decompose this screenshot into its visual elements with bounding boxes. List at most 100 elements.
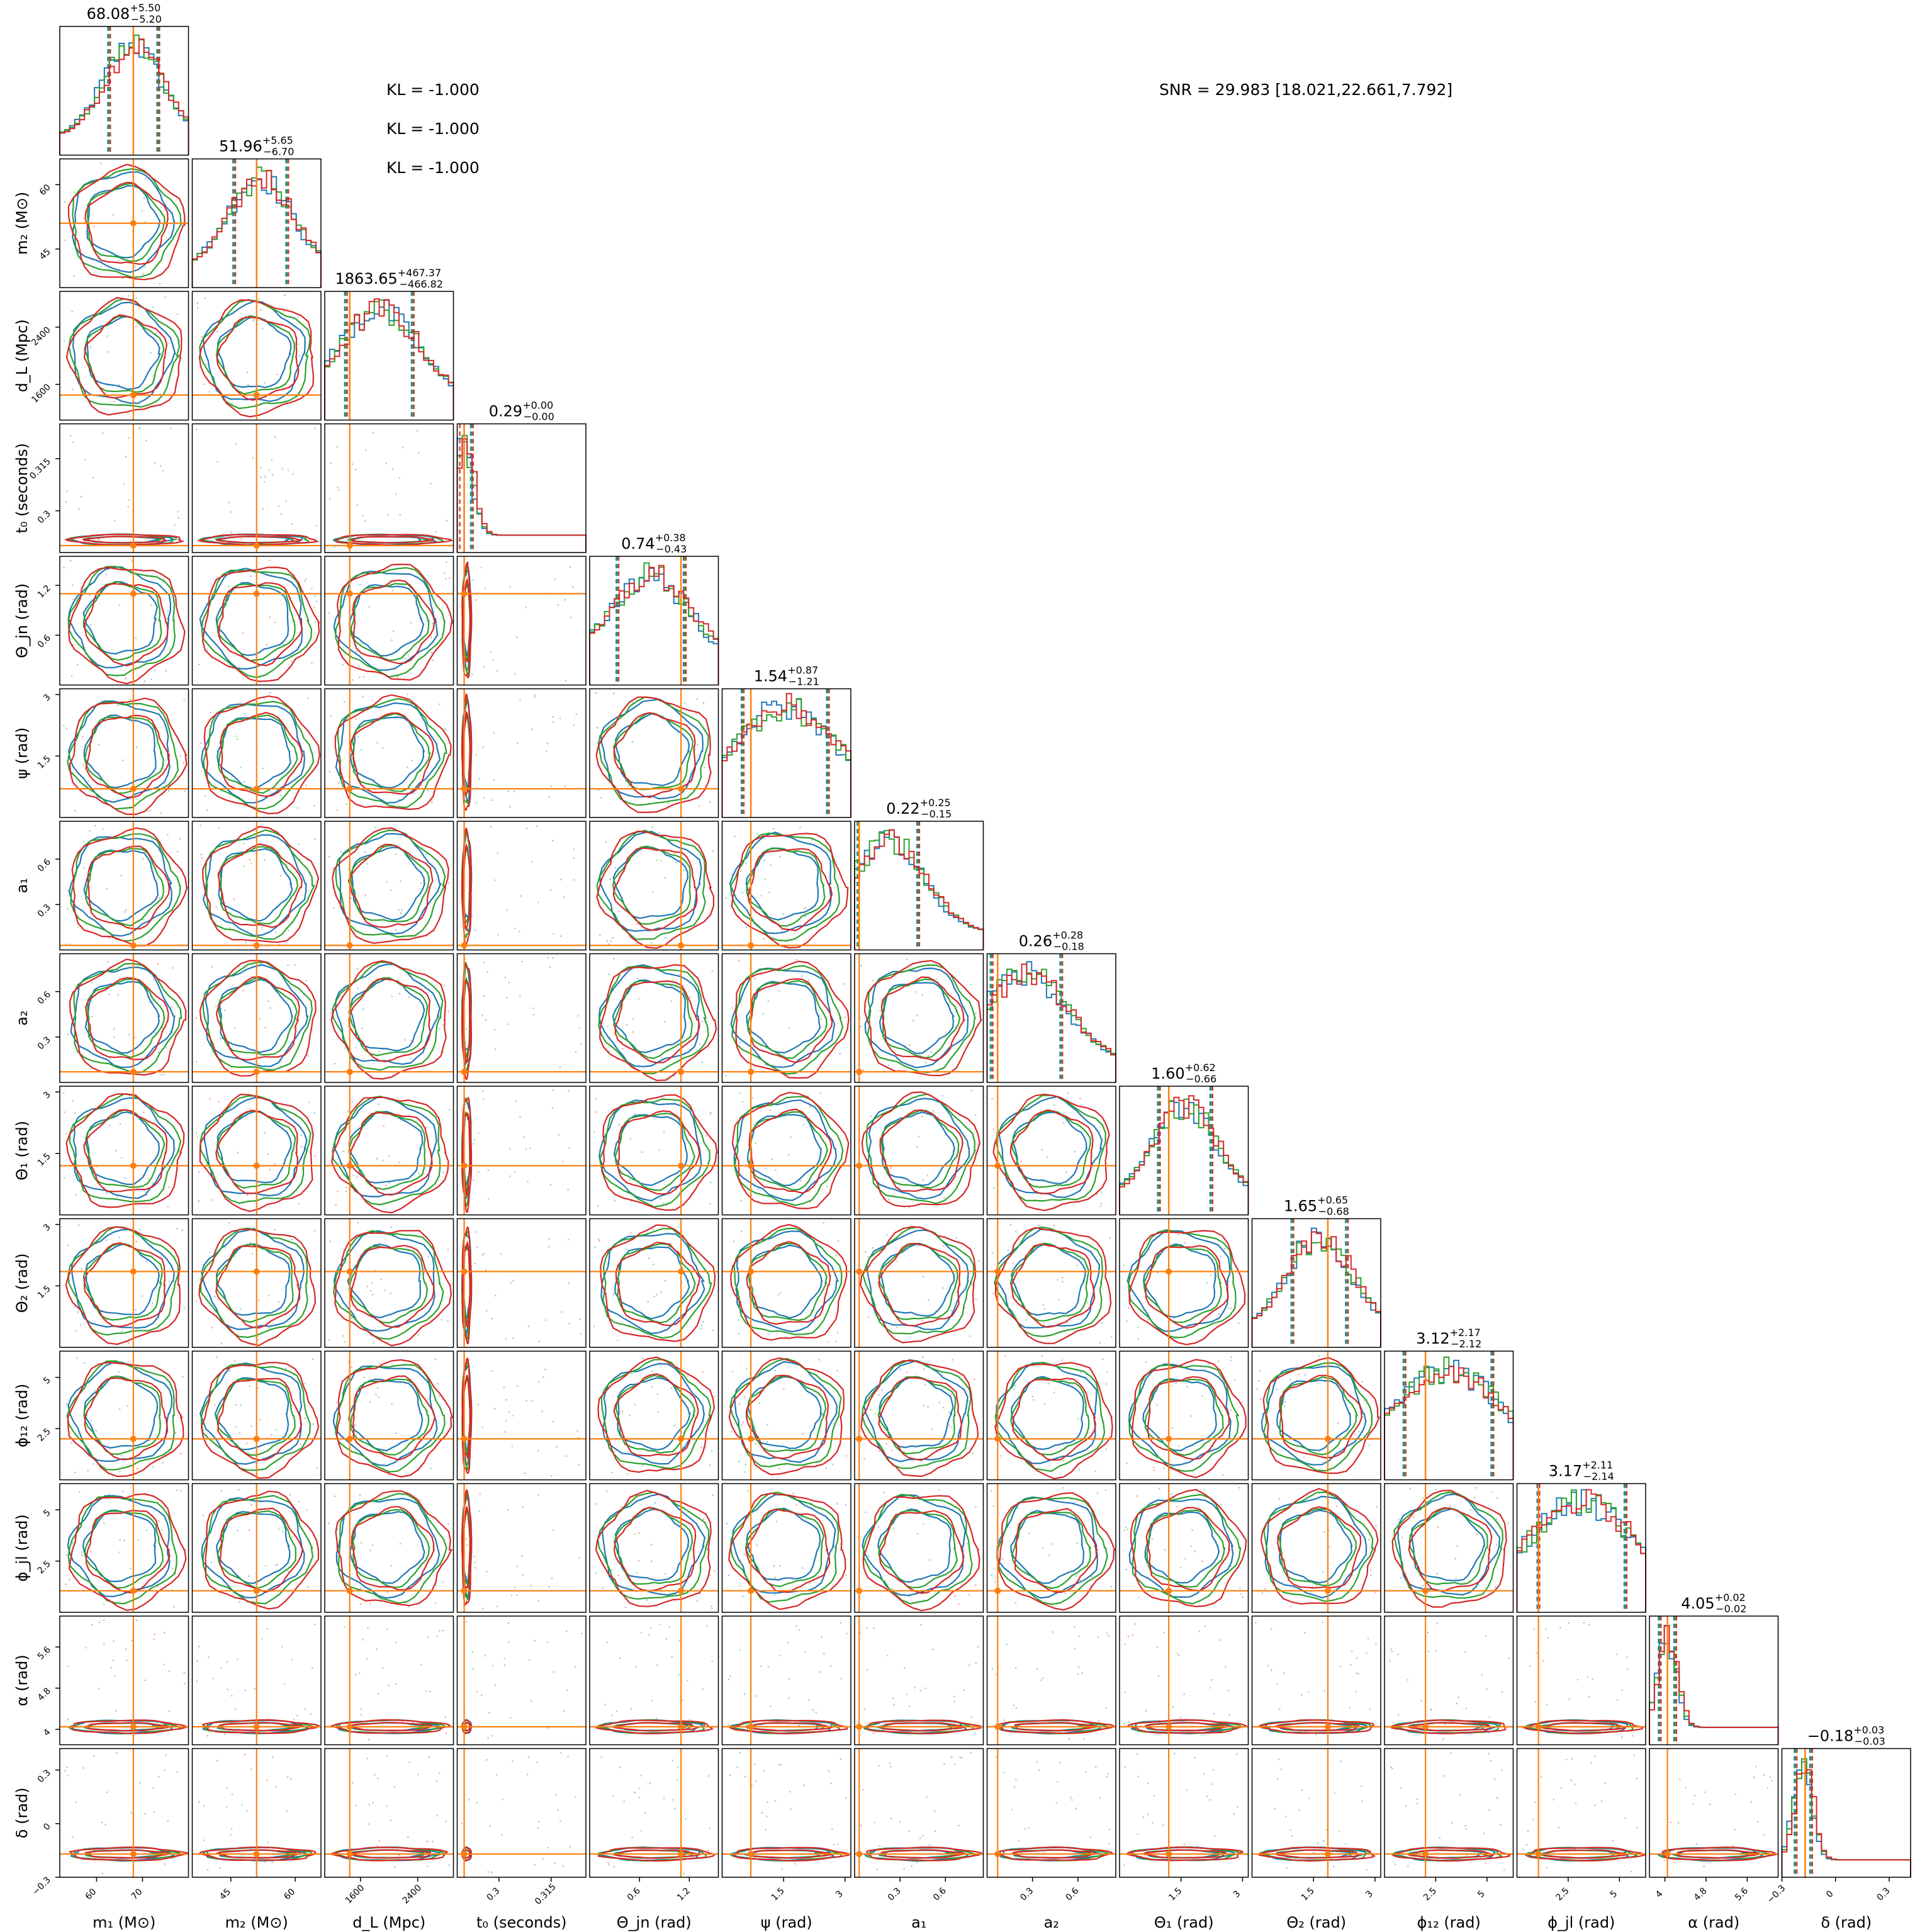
sample-dot-theta1-dL	[377, 1103, 379, 1105]
sample-dot-theta_jn-t0	[564, 680, 567, 682]
sample-dot-phi12-a2	[1061, 1359, 1064, 1361]
sample-dot-delta-phijl	[1534, 1801, 1536, 1804]
sample-dot-theta1-psi	[788, 1154, 790, 1156]
sample-dot-alpha-theta1	[1213, 1712, 1215, 1715]
sample-dot-delta-m1	[104, 1823, 107, 1826]
sample-dot-theta_jn-m2	[266, 644, 268, 646]
sample-dot-phi12-theta1	[1218, 1361, 1220, 1362]
sample-dot-theta_jn-dL	[358, 665, 360, 668]
sample-dot-phi12-m2	[312, 1358, 314, 1361]
sample-dot-t0-dL	[446, 519, 448, 522]
sample-dot-t0-m2	[235, 443, 237, 446]
sample-dot-theta1-m1	[143, 1111, 145, 1113]
sample-dot-phi12-theta1	[1171, 1384, 1172, 1387]
sample-dot-theta2-a2	[1015, 1231, 1017, 1233]
sample-dot-phijl-t0	[516, 1594, 518, 1596]
contour-phi12-a1-s2-l0	[860, 1359, 979, 1478]
sample-dot-alpha-a2	[1097, 1636, 1099, 1638]
sample-dot-phi12-a1	[973, 1378, 975, 1381]
sample-dot-phi12-dL	[430, 1468, 432, 1469]
sample-dot-theta2-theta_jn	[678, 1225, 680, 1228]
sample-dot-alpha-m2	[227, 1688, 229, 1690]
sample-dot-a2-theta_jn	[607, 1025, 609, 1028]
sample-dot-delta-theta1	[1233, 1812, 1235, 1815]
sample-dot-delta-dL	[352, 1782, 354, 1783]
sample-dot-phi12-a2	[1078, 1468, 1081, 1471]
sample-dot-a2-theta_jn	[672, 979, 675, 980]
sample-dot-m2-m1	[134, 266, 137, 268]
contour-phi12-m2-s1-l0	[200, 1363, 312, 1471]
sample-dot-alpha-psi	[778, 1654, 781, 1656]
sample-dot-delta-theta1	[1186, 1789, 1188, 1791]
sample-dot-phijl-theta1	[1123, 1529, 1125, 1532]
contour-m2-m1-s1-l1	[87, 183, 166, 262]
sample-dot-theta_jn-m2	[269, 559, 271, 561]
sample-dot-theta1-m1	[151, 1182, 154, 1184]
panel-delta-m1	[59, 1748, 189, 1878]
sample-dot-delta-theta_jn	[663, 1797, 665, 1799]
sample-dot-alpha-dL	[360, 1714, 362, 1716]
sample-dot-psi-dL	[345, 803, 347, 805]
sample-dot-delta-a2	[1099, 1797, 1101, 1799]
sample-dot-alpha-m2	[314, 1623, 316, 1626]
contour-phijl-psi-s2-l1	[745, 1508, 831, 1593]
sample-dot-alpha-theta2	[1350, 1664, 1352, 1666]
sample-dot-alpha-psi	[729, 1675, 731, 1677]
sample-dot-theta_jn-m2	[227, 586, 230, 588]
sample-dot-phi12-m1	[118, 1408, 121, 1410]
sample-dot-theta2-t0	[476, 1231, 478, 1233]
contour-theta2-psi-s2-l0	[730, 1223, 848, 1341]
sample-dot-theta2-psi	[837, 1240, 840, 1242]
sample-dot-a2-m2	[267, 1000, 269, 1003]
sample-dot-phijl-m2	[248, 1575, 250, 1577]
sample-dot-delta-phi12	[1390, 1766, 1392, 1768]
panel-phijl-theta2	[1251, 1483, 1381, 1613]
sample-dot-psi-t0	[545, 750, 548, 753]
contour-phijl-a1-s2-l0	[862, 1495, 980, 1612]
sample-dot-delta-psi	[828, 1770, 830, 1772]
sample-dot-delta-psi	[845, 1797, 847, 1799]
sample-dot-a2-m1	[154, 1031, 157, 1034]
sample-dot-delta-alpha	[1770, 1780, 1773, 1782]
sample-dot-alpha-phi12	[1481, 1674, 1483, 1676]
panel-theta1-psi	[721, 1086, 851, 1216]
sample-dot-theta1-dL	[398, 1162, 401, 1164]
title-dL: 1863.65+467.37−466.82	[335, 267, 443, 290]
xlabel-alpha: α (rad)	[1688, 1914, 1739, 1931]
sample-dot-delta-dL	[417, 1773, 419, 1775]
sample-dot-theta2-theta1	[1137, 1327, 1139, 1328]
sample-dot-delta-a1	[860, 1824, 862, 1826]
sample-dot-theta1-psi	[803, 1124, 805, 1126]
contour-phi12-theta2-s0-l1	[1276, 1379, 1351, 1451]
sample-dot-theta1-psi	[809, 1106, 811, 1108]
sample-dot-theta2-t0	[567, 1238, 570, 1241]
sample-dot-phi12-a1	[874, 1412, 877, 1415]
truth-point-dL-m2	[253, 391, 260, 398]
sample-dot-alpha-t0	[531, 1700, 532, 1702]
xtick-label-alpha-1: 4.8	[1692, 1886, 1709, 1903]
sample-dot-alpha-theta2	[1351, 1650, 1353, 1652]
sample-dot-dL-m2	[196, 302, 199, 304]
contour-phi12-a2-s2-l0	[994, 1362, 1113, 1480]
contour-a2-a1-s2-l0	[863, 960, 983, 1077]
sample-dot-delta-phijl	[1594, 1755, 1597, 1758]
sample-dot-theta1-a1	[918, 1135, 919, 1138]
sample-dot-theta1-a1	[941, 1094, 943, 1097]
sample-dot-delta-dL	[436, 1815, 439, 1817]
contour-phijl-dL-s2-l0	[335, 1490, 453, 1607]
sample-dot-delta-t0	[476, 1802, 478, 1804]
sample-dot-phi12-a2	[1031, 1396, 1033, 1398]
contour-theta2-m2-s1-l1	[216, 1243, 294, 1323]
sample-dot-delta-m1	[106, 1791, 108, 1794]
sample-dot-delta-t0	[554, 1862, 556, 1864]
sample-dot-delta-theta2	[1286, 1867, 1288, 1869]
sample-dot-delta-alpha	[1734, 1794, 1737, 1795]
sample-dot-delta-a2	[1018, 1840, 1020, 1842]
sample-dot-theta2-theta_jn	[612, 1293, 614, 1296]
sample-dot-theta_jn-dL	[407, 655, 410, 657]
truth-point-alpha-m2	[253, 1723, 260, 1730]
sample-dot-a1-m1	[158, 897, 160, 899]
sample-dot-a2-psi	[731, 1007, 733, 1009]
sample-dot-theta1-theta_jn	[710, 1111, 712, 1113]
contour-psi-m2-s2-l1	[219, 712, 303, 797]
